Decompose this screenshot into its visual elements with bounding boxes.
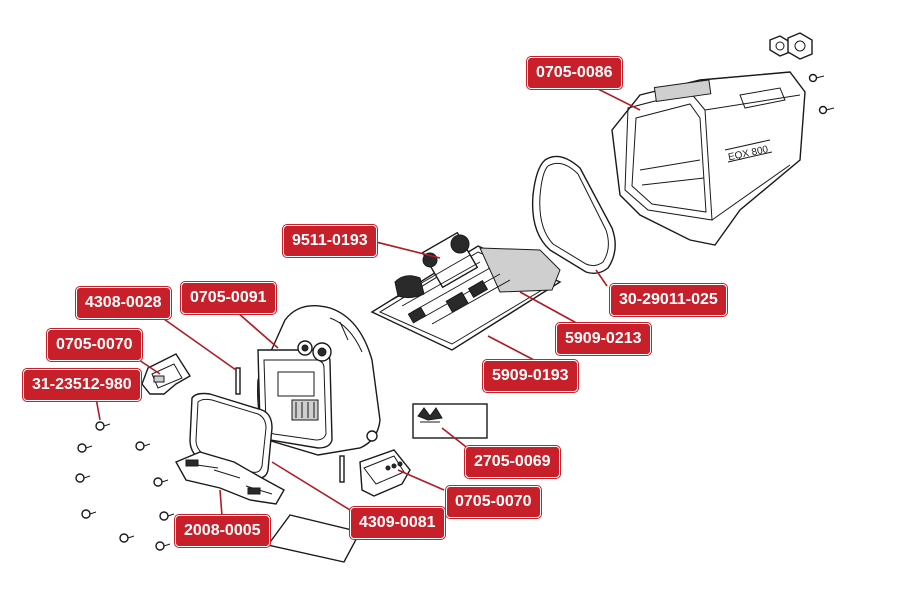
part-label-2705-0069[interactable]: 2705-0069 — [465, 446, 560, 478]
pin — [235, 367, 241, 395]
nut-icon — [769, 32, 813, 60]
brand-logo-icon — [412, 403, 488, 439]
side-cover-right — [359, 449, 411, 497]
part-label-0705-0070-left[interactable]: 0705-0070 — [47, 329, 142, 361]
pin — [339, 455, 345, 483]
latch-assembly — [175, 451, 285, 505]
part-label-0705-0070-right[interactable]: 0705-0070 — [446, 486, 541, 518]
part-label-9511-0193[interactable]: 9511-0193 — [283, 225, 377, 257]
rear-housing: EQX 800 — [611, 71, 806, 246]
screw-icon — [808, 73, 835, 115]
part-label-2008-0005[interactable]: 2008-0005 — [175, 515, 270, 547]
part-label-4309-0081[interactable]: 4309-0081 — [350, 507, 445, 539]
part-label-4308-0028[interactable]: 4308-0028 — [76, 287, 171, 319]
screw-icon — [75, 421, 175, 551]
part-label-0705-0091[interactable]: 0705-0091 — [181, 282, 276, 314]
part-label-5909-0213[interactable]: 5909-0213 — [556, 323, 651, 355]
pcb-assembly — [370, 231, 562, 351]
part-label-30-29011-025[interactable]: 30-29011-025 — [610, 284, 727, 316]
front-housing — [257, 305, 381, 456]
part-label-5909-0193[interactable]: 5909-0193 — [483, 360, 578, 392]
part-label-31-23512-980[interactable]: 31-23512-980 — [23, 369, 141, 401]
manual-sheet — [266, 514, 362, 563]
side-cover-left — [141, 353, 191, 395]
part-label-0705-0086[interactable]: 0705-0086 — [527, 57, 622, 89]
